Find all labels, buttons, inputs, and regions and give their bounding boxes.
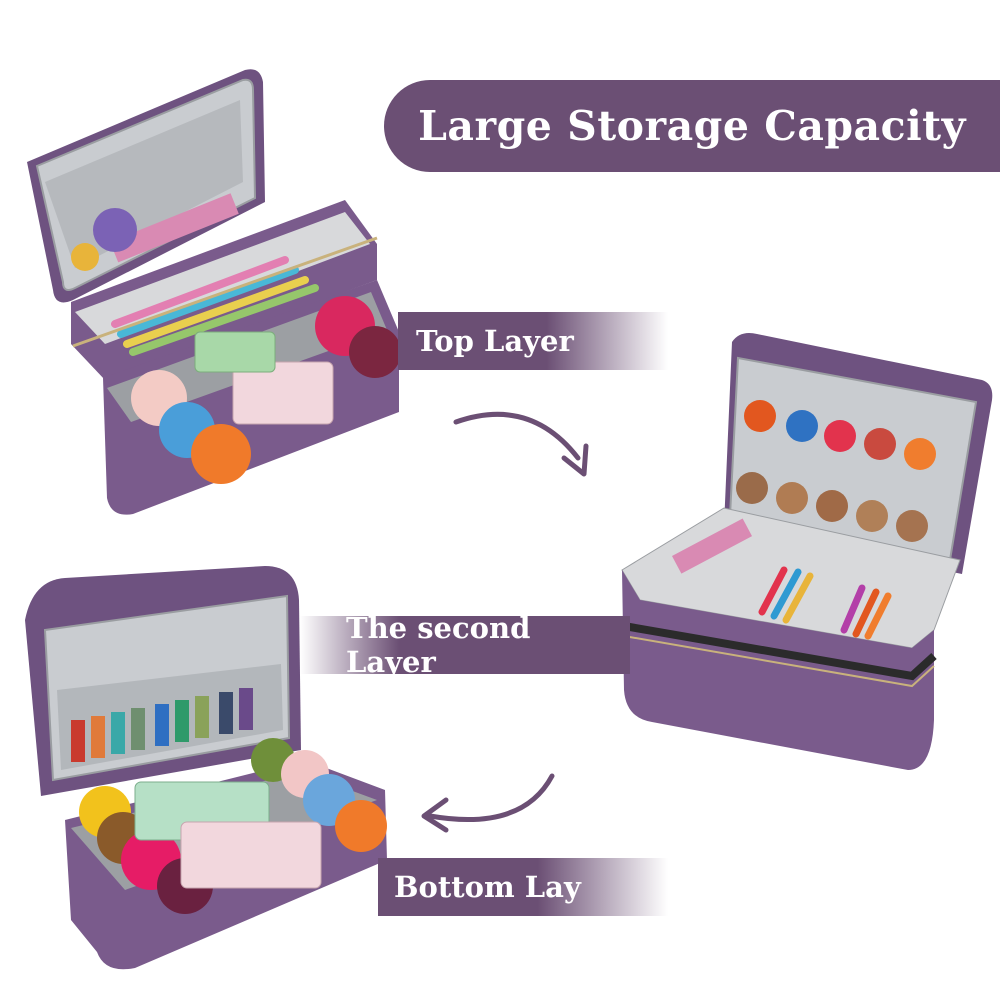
label-second-layer: The second Layer [300,611,630,679]
label-top-layer-text: Top Layer [416,324,574,358]
title-banner: Large Storage Capacity [384,80,1000,172]
label-bottom-layer: Bottom Lay [378,858,668,916]
bag-bottom-layer-image [25,566,387,970]
label-top-layer: Top Layer [398,312,668,370]
arrow-curved-left-icon [421,773,555,833]
banner-title: Large Storage Capacity [418,102,966,150]
bag-second-layer-image [621,333,993,770]
bag-top-layer-image [27,69,401,515]
label-bottom-layer-text: Bottom Lay [394,870,581,904]
arrow-curved-right-icon [453,411,589,477]
label-second-layer-text: The second Layer [346,611,531,679]
